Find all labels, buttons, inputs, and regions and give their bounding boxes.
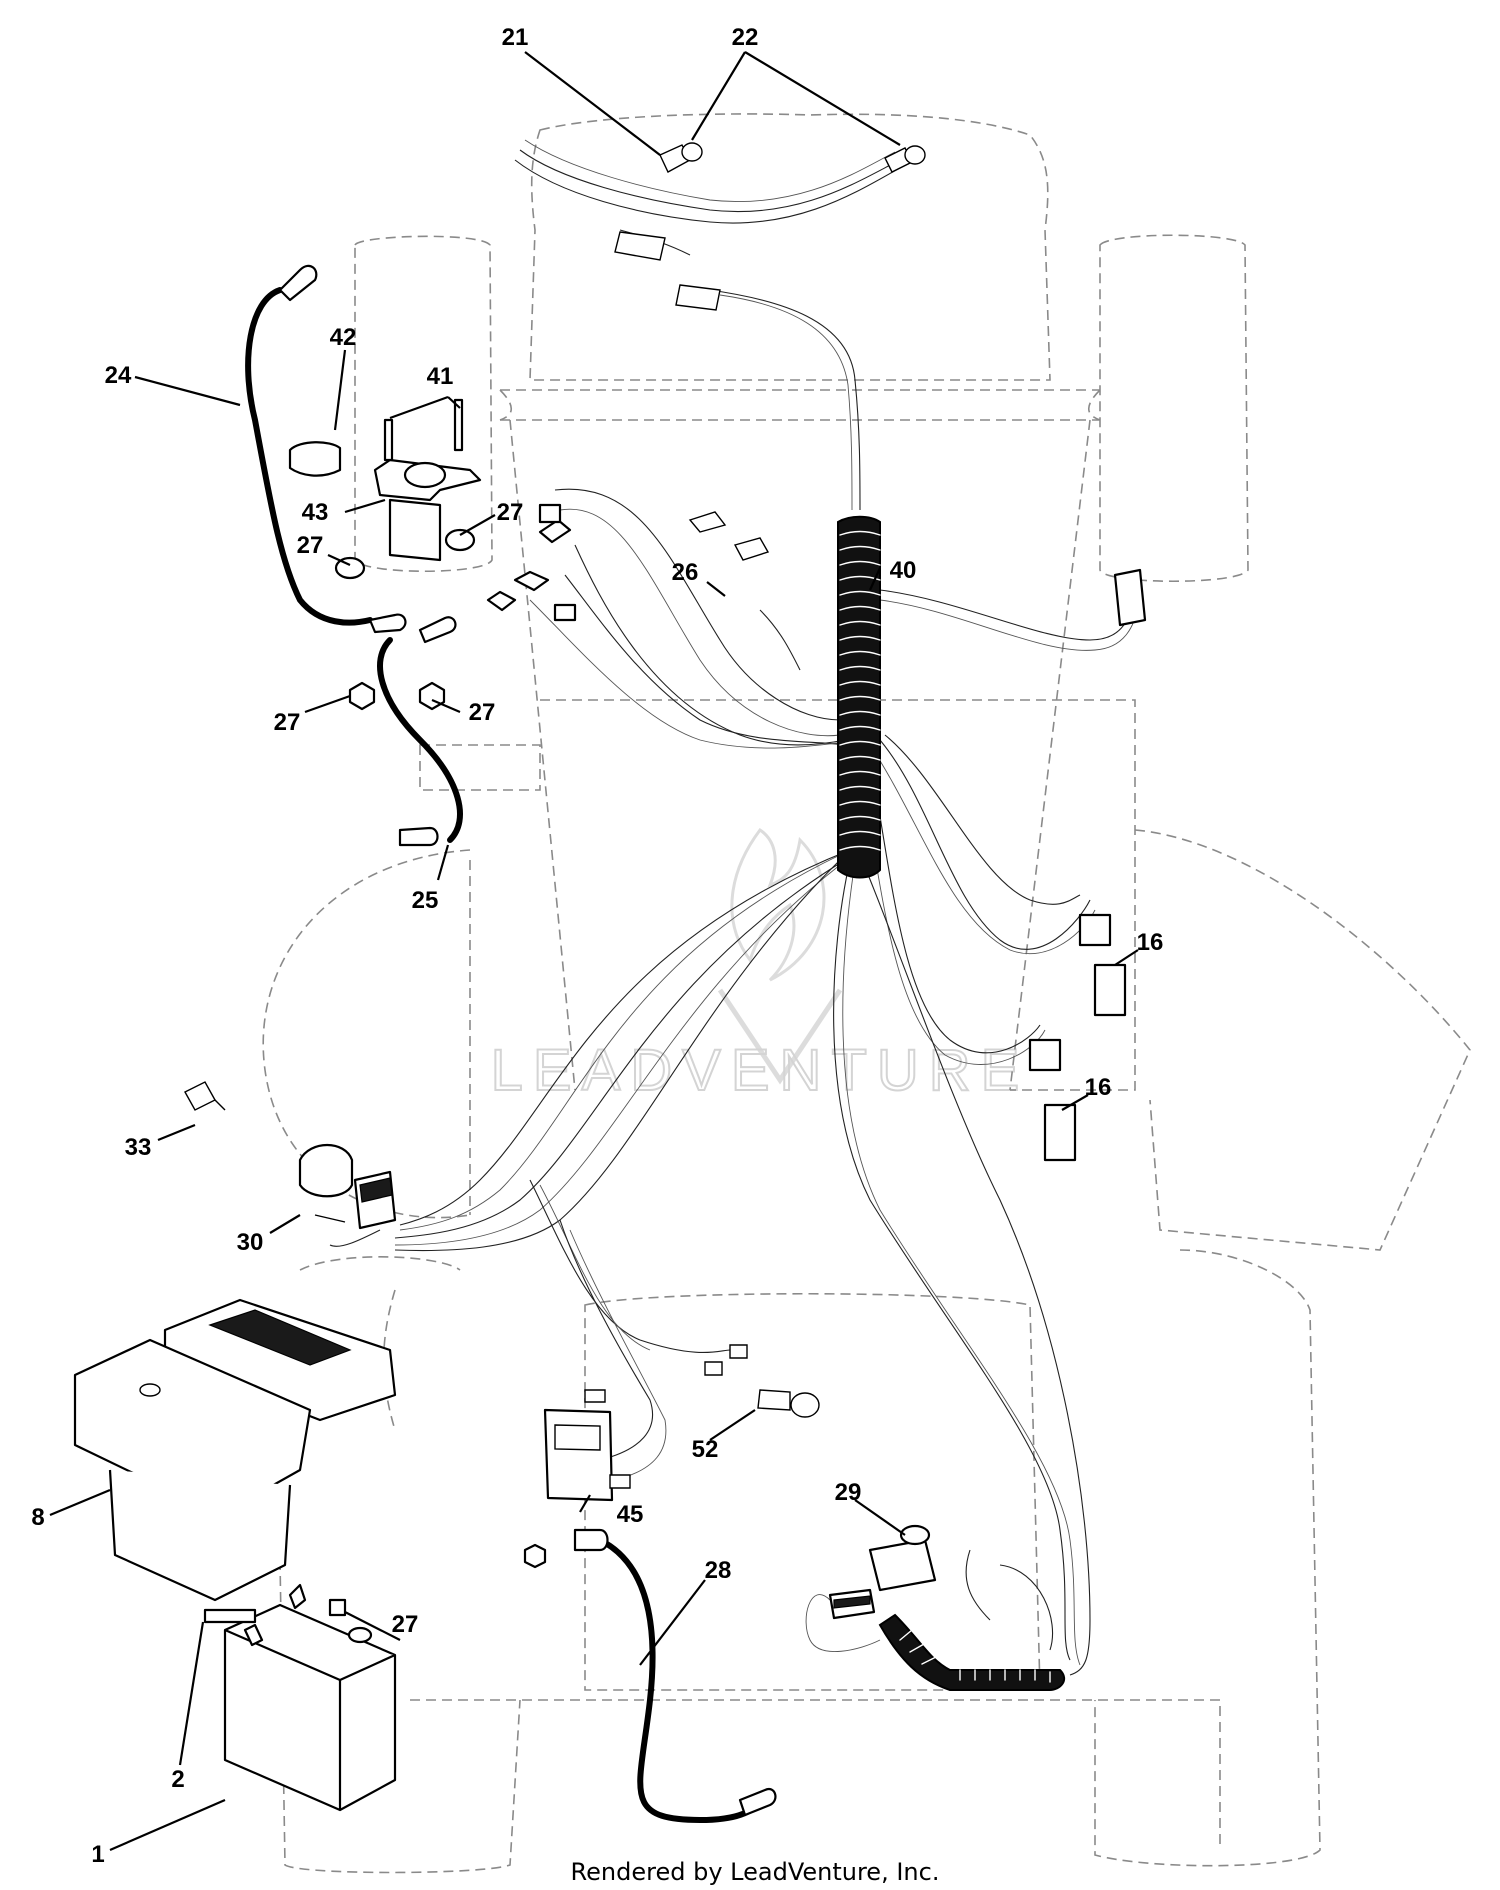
callout-27-lower-right: 27 bbox=[469, 699, 496, 726]
ignition-switch bbox=[184, 1081, 397, 1230]
callout-27-lower-left: 27 bbox=[274, 709, 301, 736]
callout-16-upper: 16 bbox=[1137, 929, 1164, 956]
bulb-and-connectors bbox=[688, 511, 820, 1418]
callout-1: 1 bbox=[91, 1841, 104, 1868]
callout-8: 8 bbox=[31, 1504, 44, 1531]
callout-labels: 21 22 24 42 41 43 27 27 27 27 26 40 25 1… bbox=[31, 24, 1163, 1868]
nuts bbox=[348, 681, 547, 1569]
callout-27-upper-left: 27 bbox=[297, 532, 324, 559]
callout-42: 42 bbox=[330, 324, 357, 351]
callout-24: 24 bbox=[105, 362, 132, 389]
harness-conduit bbox=[837, 515, 881, 879]
harness-wires bbox=[329, 139, 1139, 1676]
callout-26: 26 bbox=[672, 559, 699, 586]
leader-lines bbox=[49, 51, 1139, 1852]
cable-28 bbox=[573, 1528, 777, 1824]
coiled-cable bbox=[878, 1613, 1066, 1691]
battery-box bbox=[73, 1298, 397, 1602]
callout-45: 45 bbox=[617, 1501, 644, 1528]
callout-2: 2 bbox=[171, 1766, 184, 1793]
callout-25: 25 bbox=[412, 887, 439, 914]
callout-52: 52 bbox=[692, 1436, 719, 1463]
headlight-assembly bbox=[614, 142, 926, 311]
callout-40: 40 bbox=[890, 557, 917, 584]
hour-meter bbox=[543, 1389, 631, 1502]
footer-credit: Rendered by LeadVenture, Inc. bbox=[571, 1858, 940, 1886]
tractor-outline bbox=[262, 113, 1471, 1874]
callout-30: 30 bbox=[237, 1229, 264, 1256]
callout-16-lower: 16 bbox=[1085, 1074, 1112, 1101]
seat-switch bbox=[828, 1524, 937, 1620]
callout-21: 21 bbox=[502, 24, 529, 51]
callout-43: 43 bbox=[302, 499, 329, 526]
callout-29: 29 bbox=[835, 1479, 862, 1506]
callout-28: 28 bbox=[705, 1557, 732, 1584]
battery bbox=[203, 1583, 397, 1812]
watermark-text: LEADVENTURE bbox=[491, 1038, 1030, 1103]
callout-41: 41 bbox=[427, 363, 454, 390]
solenoid-assembly bbox=[288, 398, 577, 622]
cable-24 bbox=[245, 264, 407, 634]
watermark: LEADVENTURE bbox=[490, 827, 1030, 1104]
callout-33: 33 bbox=[125, 1134, 152, 1161]
callout-27-battery: 27 bbox=[392, 1611, 419, 1638]
safety-switches bbox=[1028, 568, 1147, 1162]
callout-27-upper-right: 27 bbox=[497, 499, 524, 526]
cable-25 bbox=[377, 616, 463, 847]
callout-22: 22 bbox=[732, 24, 759, 51]
